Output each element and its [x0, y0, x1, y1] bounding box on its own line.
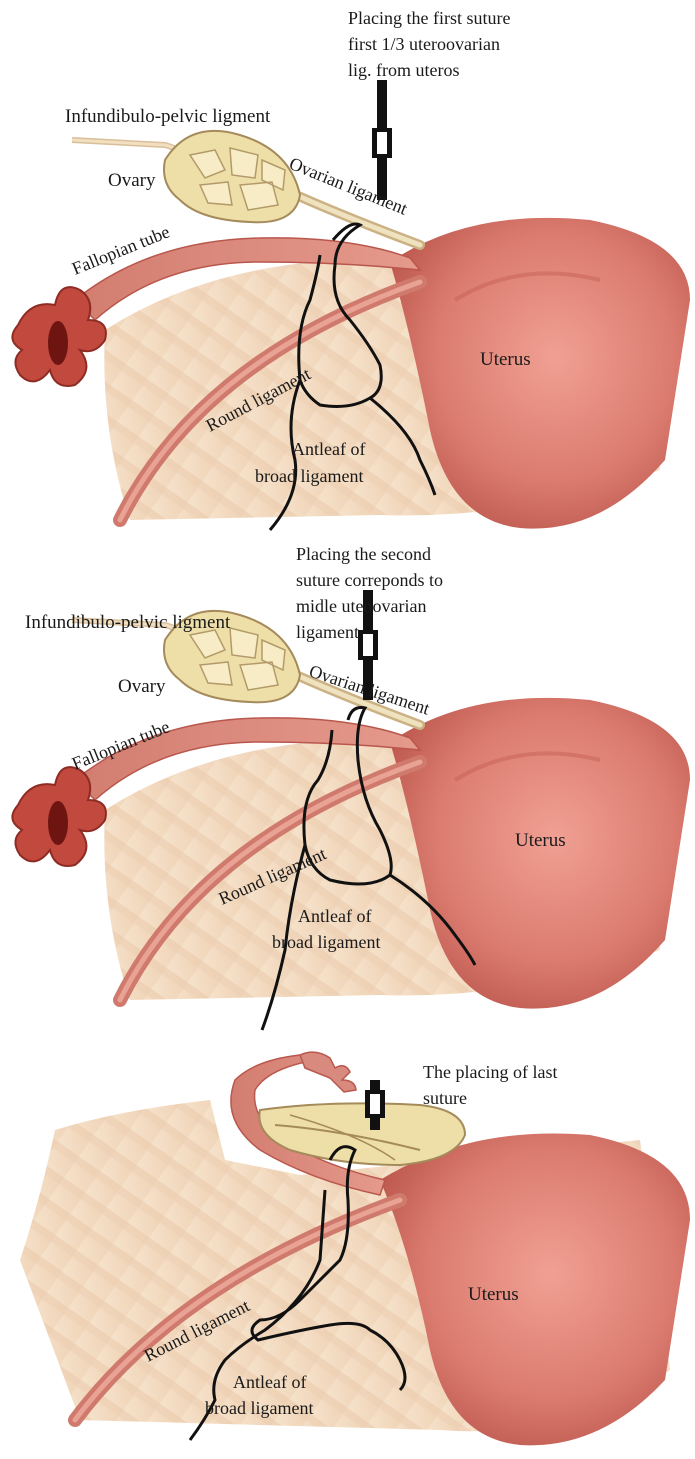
label-ovary-1: Ovary [108, 170, 156, 191]
step-caption-1-line-2: first 1/3 uteroovarian [348, 34, 500, 54]
label-uterus-1: Uterus [480, 349, 531, 370]
label-uterus-3: Uterus [468, 1284, 519, 1305]
panel-3: The placing of last suture Uterus Round … [20, 1052, 690, 1445]
label-uterus-2: Uterus [515, 830, 566, 851]
label-antleaf-3b: broad ligament [205, 1398, 313, 1418]
step-caption-2-line-2: suture correponds to [296, 570, 443, 590]
label-antleaf-2b: broad ligament [272, 932, 380, 952]
step-caption-2-line-3: midle uteoovarian [296, 596, 426, 616]
label-antleaf-1b: broad ligament [255, 466, 363, 486]
label-antleaf-3a: Antleaf of [233, 1372, 306, 1392]
step-caption-1-line-3: lig. from uteros [348, 60, 459, 80]
panel-2: Placing the second suture correponds to … [12, 544, 690, 1030]
label-ovary-2: Ovary [118, 676, 166, 697]
step-caption-3-line-2: suture [423, 1088, 467, 1108]
step-caption-2-line-4: ligament [296, 622, 359, 642]
needle-holder-1 [372, 80, 392, 200]
label-antleaf-2a: Antleaf of [298, 906, 371, 926]
panel-1: Placing the first suture first 1/3 utero… [12, 8, 690, 530]
step-caption-1-line-1: Placing the first suture [348, 8, 510, 28]
label-ovarian-ligament-1: Ovarian ligament [287, 153, 411, 219]
label-infundibulo-pelvic-1: Infundibulo-pelvic ligment [65, 106, 271, 127]
step-caption-3-line-1: The placing of last [423, 1062, 557, 1082]
step-caption-2-line-1: Placing the second [296, 544, 431, 564]
label-antleaf-1a: Antleaf of [292, 439, 365, 459]
label-infundibulo-pelvic-2: Infundibulo-pelvic ligment [25, 612, 231, 633]
